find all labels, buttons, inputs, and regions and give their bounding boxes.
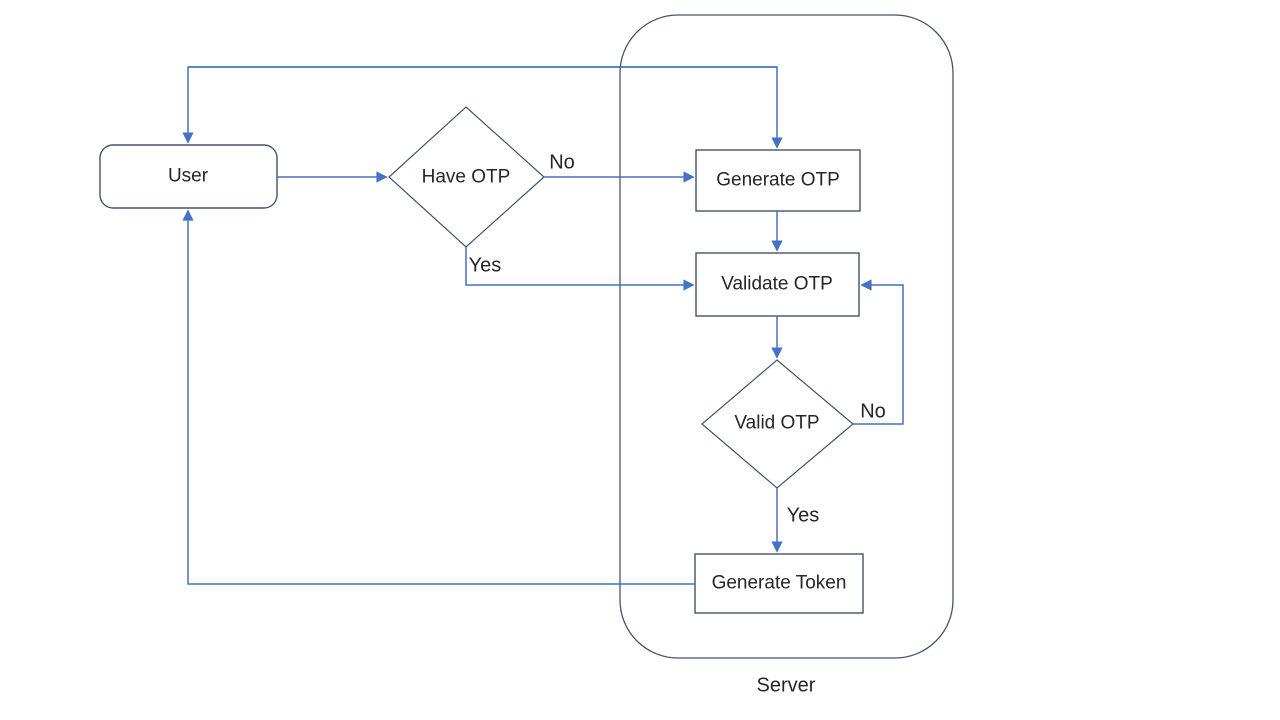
edge-validotp-no-to-validateotp (853, 279, 904, 425)
validate-otp-node-shape (695, 252, 860, 317)
generate-token-node-label: Generate Token (711, 572, 847, 594)
edge-label-validotp-no: No (860, 400, 886, 423)
connectors-group (182, 66, 904, 585)
server-container-label: Server (756, 674, 816, 697)
user-node-label: User (167, 165, 209, 187)
edge-generatetoken-to-user (182, 209, 695, 585)
server-container-shape (619, 14, 954, 659)
have-otp-decision-label: Have OTP (421, 166, 511, 188)
valid-otp-decision-label: Valid OTP (734, 412, 820, 434)
edge-label-validotp-yes: Yes (786, 504, 820, 527)
edge-top-to-user (182, 66, 777, 144)
validate-otp-node-label: Validate OTP (721, 273, 833, 295)
edge-haveotp-yes-to-validateotp (465, 247, 695, 291)
edge-label-haveotp-yes: Yes (468, 254, 502, 277)
edge-label-haveotp-no: No (549, 151, 575, 174)
generate-otp-node-label: Generate OTP (716, 169, 840, 191)
generate-otp-node-shape (695, 149, 861, 212)
